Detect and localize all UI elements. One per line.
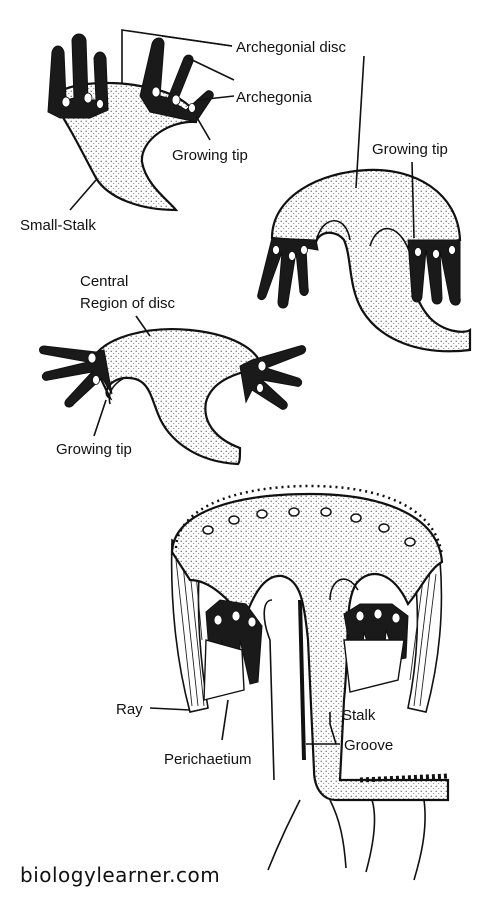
label-stalk: Stalk [342,707,376,724]
archegonia-cluster-stage3-left [40,346,113,407]
stage-4-mature-archegoniophore [172,486,448,880]
label-perichaetium: Perichaetium [164,751,252,768]
label-growing-tip-3: Growing tip [56,441,132,458]
label-groove: Groove [344,737,393,754]
label-archegonia: Archegonia [236,89,313,106]
archegonia-cluster-left [48,34,108,118]
stage-1-young-disc [48,34,213,210]
stage-2-expanded-disc [258,170,470,351]
label-ray: Ray [116,701,143,718]
label-small-stalk: Small-Stalk [20,217,96,234]
label-growing-tip-1: Growing tip [172,147,248,164]
label-growing-tip-2: Growing tip [372,141,448,158]
watermark: biologylearner.com [20,863,220,887]
archegonia-cluster-right [140,38,213,122]
label-central-region-line2: Region of disc [80,295,176,312]
archegonia-cluster-stage2-right [408,240,460,305]
label-archegonial-disc: Archegonial disc [236,39,347,56]
archegonia-cluster-stage2-left [258,238,318,308]
label-central-region-line1: Central [80,273,128,290]
